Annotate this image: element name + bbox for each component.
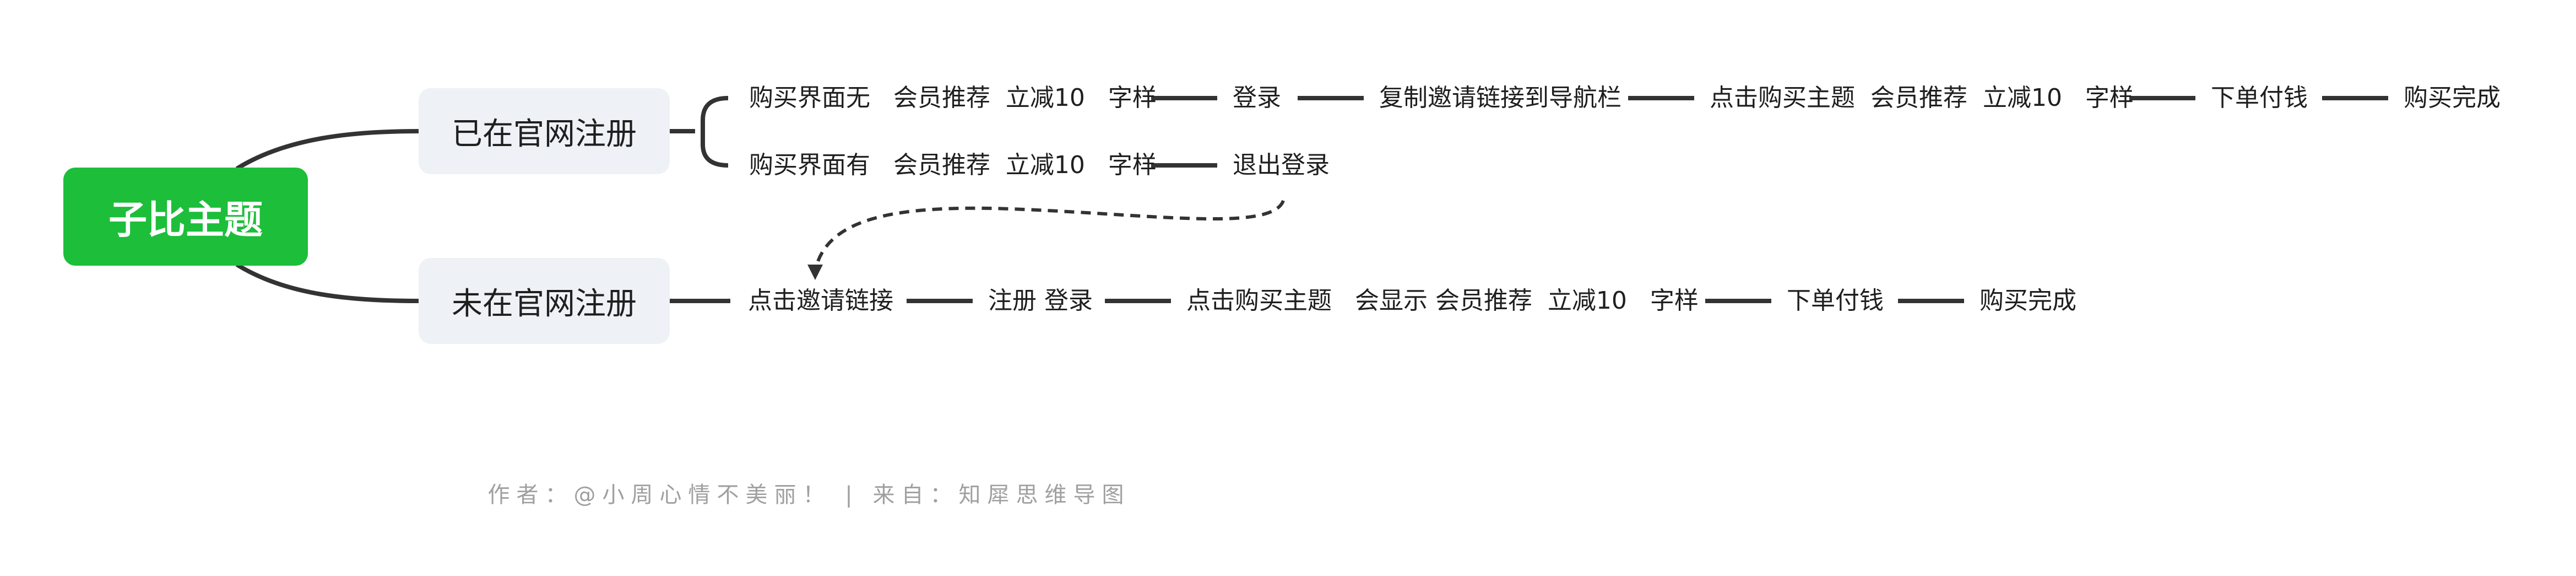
branch-unregistered[interactable]: 未在官网注册 — [419, 258, 670, 344]
node-r1-1[interactable]: 购买界面无 会员推荐 立减10 字样 — [749, 84, 1157, 112]
node-r1-4[interactable]: 点击购买主题 会员推荐 立减10 字样 — [1710, 84, 2134, 112]
node-u-5[interactable]: 购买完成 — [1980, 287, 2076, 315]
node-u-2[interactable]: 注册 登录 — [988, 287, 1093, 315]
footer-credit: 作者：@小周心情不美丽！ | 来自：知犀思维导图 — [487, 482, 1131, 508]
node-r1-3[interactable]: 复制邀请链接到导航栏 — [1379, 84, 1621, 112]
node-u-1[interactable]: 点击邀请链接 — [748, 287, 893, 315]
node-r2-1[interactable]: 购买界面有 会员推荐 立减10 字样 — [749, 151, 1157, 179]
root-to-branch-unregistered-line — [235, 262, 419, 303]
branch-registered-bracket — [670, 96, 729, 168]
branch-registered[interactable]: 已在官网注册 — [419, 88, 670, 174]
root-node[interactable]: 子比主题 — [63, 168, 308, 266]
node-r2-2[interactable]: 退出登录 — [1233, 151, 1330, 179]
node-r1-6[interactable]: 购买完成 — [2404, 84, 2501, 112]
node-u-4[interactable]: 下单付钱 — [1787, 287, 1884, 315]
node-r1-2[interactable]: 登录 — [1233, 84, 1281, 112]
dashed-cross-link — [814, 200, 1285, 272]
node-u-3[interactable]: 点击购买主题 会显示 会员推荐 立减10 字样 — [1186, 287, 1699, 315]
root-to-branch-registered-line — [235, 129, 419, 171]
dashed-cross-link-arrow — [807, 265, 823, 280]
node-r1-5[interactable]: 下单付钱 — [2211, 84, 2308, 112]
